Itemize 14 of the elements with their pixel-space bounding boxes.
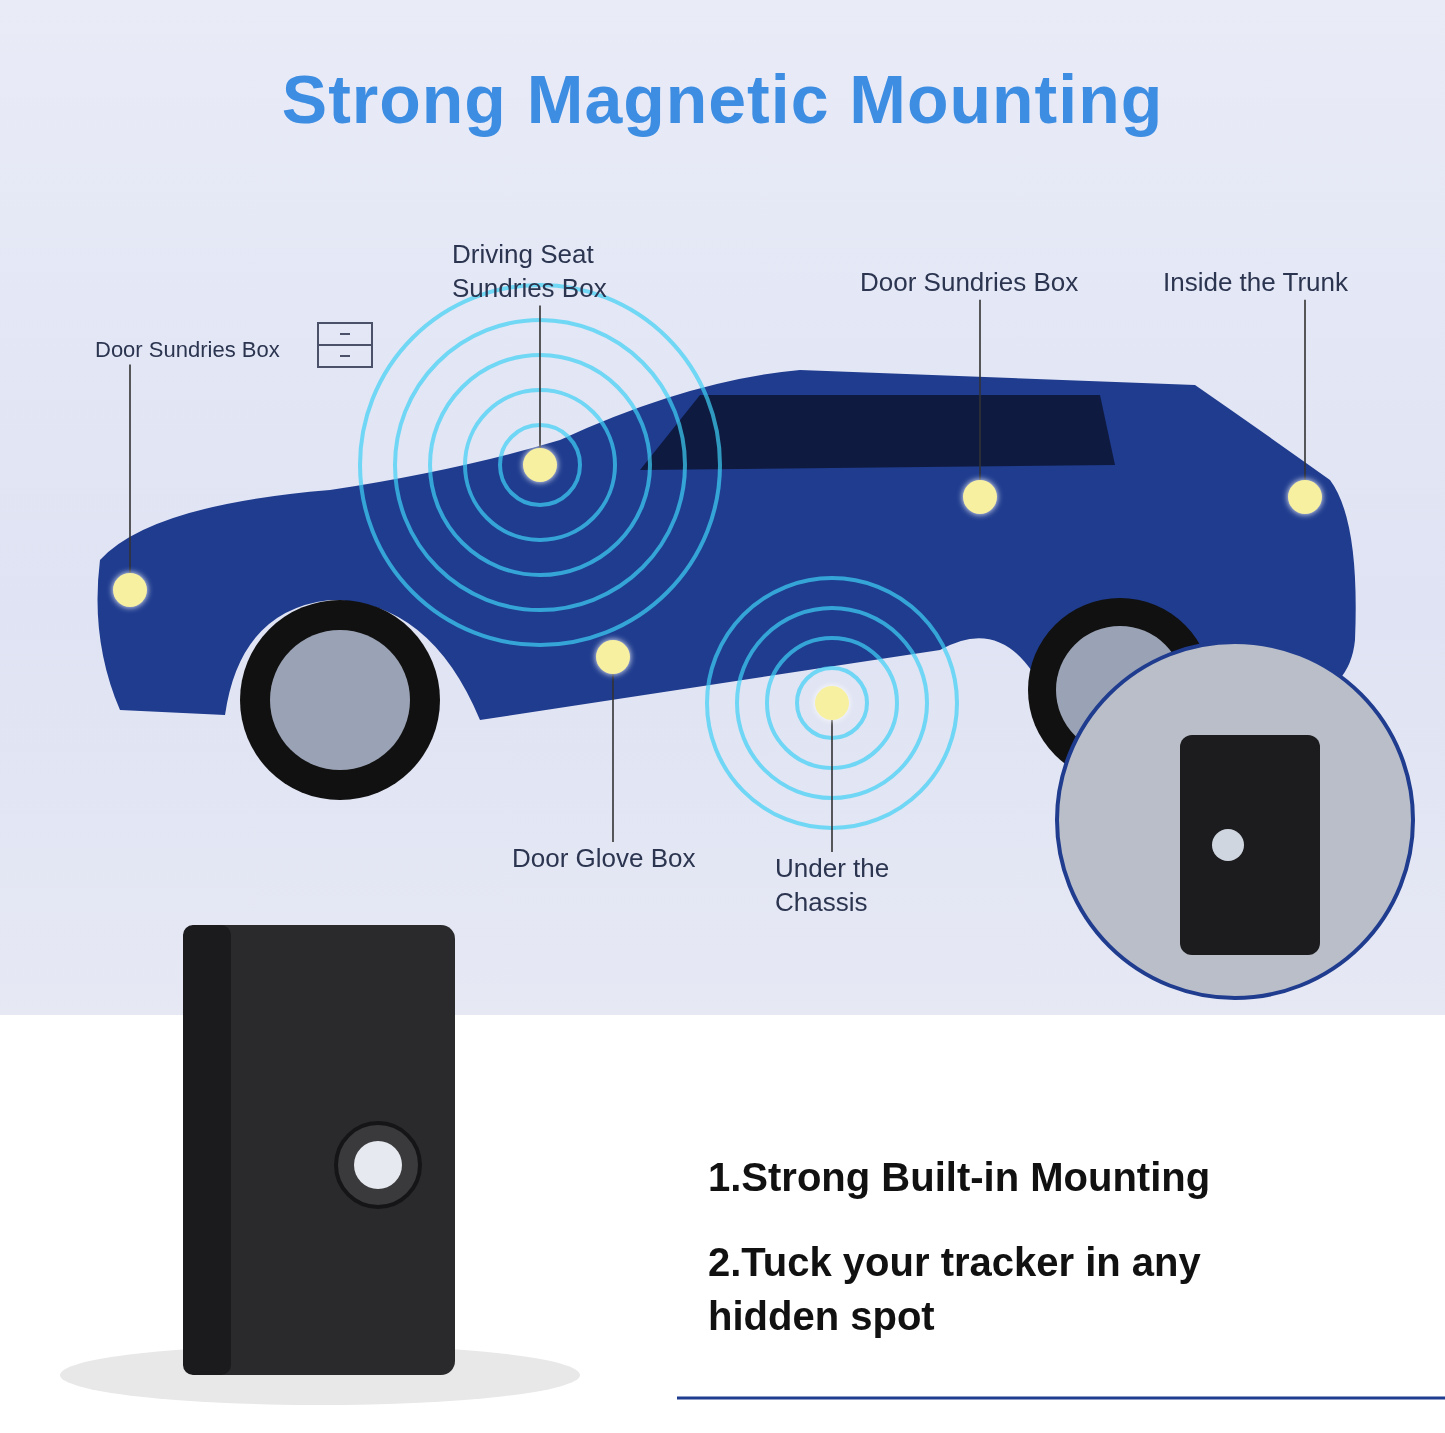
location-label: Door Glove Box xyxy=(512,842,742,876)
location-label: Inside the Trunk xyxy=(1163,266,1383,300)
title: Strong Magnetic Mounting xyxy=(280,60,1165,139)
location-label: Door Sundries Box xyxy=(860,266,1120,300)
leader-line xyxy=(612,673,614,843)
location-label: Under the Chassis xyxy=(775,852,915,920)
leader-line xyxy=(979,299,981,481)
leader-line xyxy=(1304,299,1306,481)
leader-line xyxy=(831,719,833,853)
leader-line xyxy=(539,304,541,449)
location-label: Door Sundries Box xyxy=(95,336,325,365)
leader-line xyxy=(129,363,131,574)
feature-text: 2.Tuck your tracker in any hidden spot xyxy=(708,1239,1202,1340)
feature-text: 1.Strong Built-in Mounting xyxy=(708,1154,1212,1201)
